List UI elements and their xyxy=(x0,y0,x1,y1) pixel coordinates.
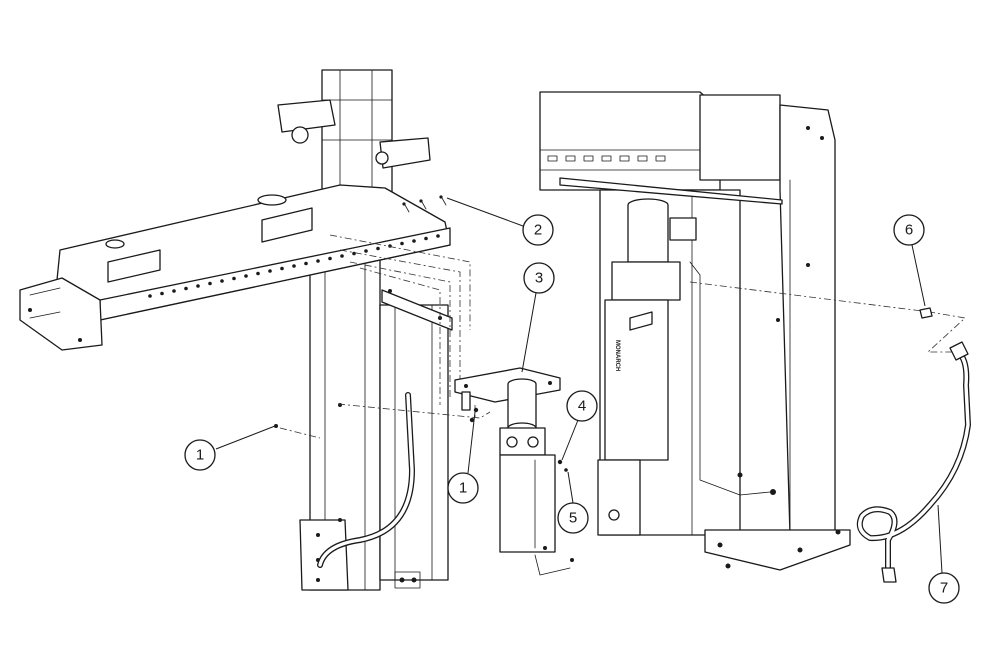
leader-7 xyxy=(937,504,943,574)
leader-4 xyxy=(561,419,579,461)
assembly-guide-lines-left xyxy=(279,234,491,439)
assembly-guide-line-right xyxy=(689,281,966,353)
hose-item-7 xyxy=(856,341,971,583)
pump-brand-label: MONARCH xyxy=(614,340,620,371)
callout-1b: 1 xyxy=(447,472,479,504)
callout-5: 5 xyxy=(557,502,589,534)
leader-2 xyxy=(446,197,524,227)
callout-4-label: 4 xyxy=(578,398,586,415)
callout-1a-label: 1 xyxy=(196,447,204,464)
callout-2-label: 2 xyxy=(534,222,542,239)
beam-arm xyxy=(19,184,451,351)
pump-assembly xyxy=(454,367,574,576)
fitting-item-6 xyxy=(919,307,933,319)
leader-1b xyxy=(467,411,476,474)
callout-6-label: 6 xyxy=(905,222,913,239)
callout-4: 4 xyxy=(566,390,598,422)
callout-6: 6 xyxy=(893,214,925,246)
callout-3: 3 xyxy=(523,262,555,294)
callout-1b-label: 1 xyxy=(459,480,467,497)
leader-6 xyxy=(911,244,926,307)
callout-2: 2 xyxy=(522,214,554,246)
callout-7-label: 7 xyxy=(940,580,948,597)
right-column-assembly: MONARCH xyxy=(539,91,851,571)
leader-1a-dot xyxy=(274,424,278,428)
screw-fasteners xyxy=(402,195,447,213)
leader-5 xyxy=(567,471,574,504)
leader-1a xyxy=(215,425,276,450)
leader-3 xyxy=(521,292,537,373)
callout-1a: 1 xyxy=(184,439,216,471)
callout-5-label: 5 xyxy=(569,510,577,527)
callout-3-label: 3 xyxy=(535,270,543,287)
left-column-assembly xyxy=(277,69,453,591)
callout-7: 7 xyxy=(928,572,960,604)
